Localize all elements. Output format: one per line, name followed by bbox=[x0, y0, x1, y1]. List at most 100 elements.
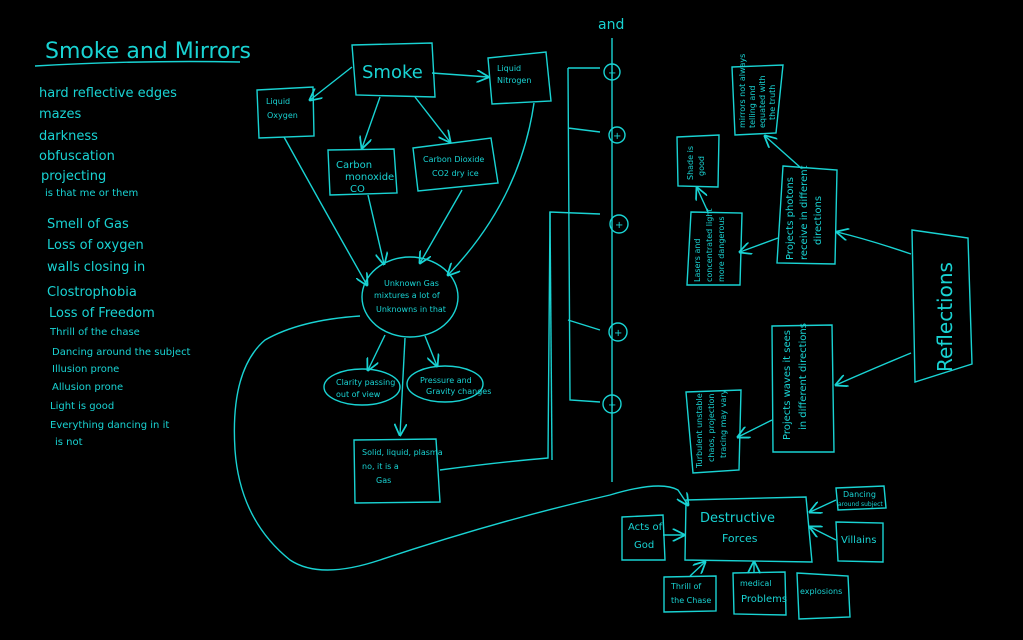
unknown-gas-node[interactable]: Unknown Gas mixtures a lot of Unknowns i… bbox=[361, 256, 459, 338]
clarity-node[interactable]: Clarity passing out of view bbox=[323, 368, 401, 406]
list-item: Everything dancing in it bbox=[50, 420, 169, 431]
list-item: hard reflective edges bbox=[39, 86, 177, 101]
node-label: Carbon bbox=[336, 160, 372, 171]
list-item: Illusion prone bbox=[52, 364, 119, 375]
node-label: CO bbox=[350, 184, 365, 195]
node-label: mirrors not always bbox=[738, 54, 747, 128]
liquid-nitrogen-node[interactable]: Liquid Nitrogen bbox=[487, 51, 552, 105]
arrow bbox=[367, 194, 384, 264]
arrow bbox=[414, 96, 450, 142]
node-label: Carbon Dioxide bbox=[423, 155, 484, 164]
node-label: the truth bbox=[768, 85, 777, 120]
node-label: no, it is a bbox=[362, 462, 399, 471]
node-label: telling and bbox=[748, 86, 757, 128]
list-item: Thrill of the chase bbox=[49, 327, 140, 338]
arrow bbox=[810, 527, 837, 541]
photons-node[interactable]: Projects photons receive in different di… bbox=[776, 165, 838, 265]
node-label: Lasers and bbox=[693, 239, 702, 283]
node-label: Turbulent unstable bbox=[695, 393, 704, 469]
list-item: darkness bbox=[39, 129, 98, 144]
dancing-node[interactable]: Dancing around subject bbox=[835, 485, 887, 511]
title-underline bbox=[34, 60, 241, 67]
node-label: Solid, liquid, plasma bbox=[362, 448, 443, 457]
node-label: Shade is bbox=[686, 146, 695, 180]
list-item: obfuscation bbox=[39, 149, 115, 164]
list-item: is not bbox=[55, 437, 83, 448]
list-item: Light is good bbox=[50, 401, 114, 412]
list-item: Loss of oxygen bbox=[47, 238, 144, 253]
list-item: Smell of Gas bbox=[47, 217, 129, 232]
list-item: is that me or them bbox=[45, 188, 138, 199]
node-label: receive in different bbox=[799, 165, 810, 260]
node-label: Thrill of bbox=[670, 582, 701, 591]
loop-arrow bbox=[233, 315, 688, 571]
and-label: and bbox=[598, 17, 624, 33]
list-item: walls closing in bbox=[47, 260, 145, 275]
node-label: Villains bbox=[841, 535, 876, 546]
shade-node[interactable]: Shade is good bbox=[676, 134, 720, 188]
node-label: Clarity passing bbox=[336, 378, 395, 387]
solid-node[interactable]: Solid, liquid, plasma no, it is a Gas bbox=[353, 438, 443, 504]
plus-icon: + bbox=[614, 328, 622, 339]
node-label: Acts of bbox=[628, 522, 663, 533]
plus-icon: + bbox=[608, 68, 616, 79]
arrow bbox=[837, 232, 912, 255]
node-label: more dangerous bbox=[717, 216, 726, 282]
plus-icon: + bbox=[613, 131, 621, 142]
page-title: Smoke and Mirrors bbox=[45, 39, 251, 64]
villains-node[interactable]: Villains bbox=[835, 521, 884, 563]
node-label: out of view bbox=[336, 390, 381, 399]
node-label: Destructive bbox=[700, 511, 775, 526]
list-item: mazes bbox=[39, 107, 81, 122]
node-label: Unknown Gas bbox=[384, 279, 439, 288]
arrow bbox=[424, 335, 437, 366]
reflections-node[interactable]: Reflections bbox=[911, 229, 973, 383]
lasers-node[interactable]: Lasers and concentrated light more dange… bbox=[686, 209, 743, 286]
carbon-dioxide-node[interactable]: Carbon Dioxide CO2 dry ice bbox=[412, 137, 499, 192]
node-label: the Chase bbox=[671, 596, 711, 605]
node-label: God bbox=[634, 540, 654, 551]
node-label: Gravity changes bbox=[426, 387, 491, 396]
node-label: Pressure and bbox=[420, 376, 472, 385]
node-label: Oxygen bbox=[267, 111, 298, 120]
waves-node[interactable]: Projects waves it sees in different dire… bbox=[771, 323, 835, 453]
arrow bbox=[740, 237, 779, 252]
turbulent-node[interactable]: Turbulent unstable chaos, projection tra… bbox=[685, 389, 742, 474]
medical-node[interactable]: medical Problems bbox=[732, 571, 787, 616]
node-label: Projects waves it sees bbox=[782, 330, 793, 440]
liquid-oxygen-node[interactable]: Liquid Oxygen bbox=[256, 86, 315, 139]
acts-of-god-node[interactable]: Acts of God bbox=[621, 514, 666, 561]
node-label: around subject bbox=[838, 501, 883, 508]
mirrors-node[interactable]: mirrors not always telling and equated w… bbox=[731, 54, 784, 136]
node-label: concentrated light bbox=[705, 209, 714, 283]
arrow bbox=[368, 334, 386, 370]
arrow bbox=[765, 136, 802, 169]
connector-line bbox=[549, 211, 553, 461]
node-label: Problems bbox=[741, 594, 787, 605]
explosions-node[interactable]: explosions bbox=[796, 572, 851, 620]
connector-line bbox=[439, 211, 601, 471]
node-label: explosions bbox=[800, 587, 842, 596]
destructive-forces-node[interactable]: Destructive Forces bbox=[684, 496, 813, 563]
node-label: Reflections bbox=[933, 262, 957, 372]
node-label: Liquid bbox=[497, 64, 521, 73]
arrow bbox=[400, 337, 405, 435]
carbon-monoxide-node[interactable]: Carbon monoxide CO bbox=[327, 148, 398, 196]
node-label: good bbox=[697, 156, 706, 176]
node-label: Liquid bbox=[266, 97, 290, 106]
node-label: equated with bbox=[758, 75, 767, 128]
pressure-node[interactable]: Pressure and Gravity changes bbox=[406, 365, 491, 403]
thrill-node[interactable]: Thrill of the Chase bbox=[663, 575, 717, 613]
arrow bbox=[810, 499, 837, 512]
list-item: Dancing around the subject bbox=[52, 347, 191, 358]
node-label: mixtures a lot of bbox=[374, 291, 440, 300]
node-label: Nitrogen bbox=[497, 76, 531, 85]
node-label: tracing may vary bbox=[719, 389, 728, 458]
node-label: directions bbox=[813, 196, 824, 245]
plus-icon: + bbox=[615, 220, 623, 231]
arrow bbox=[431, 73, 488, 77]
arrow bbox=[283, 136, 367, 285]
node-label: Gas bbox=[376, 476, 391, 485]
smoke-node[interactable]: Smoke bbox=[351, 42, 436, 98]
